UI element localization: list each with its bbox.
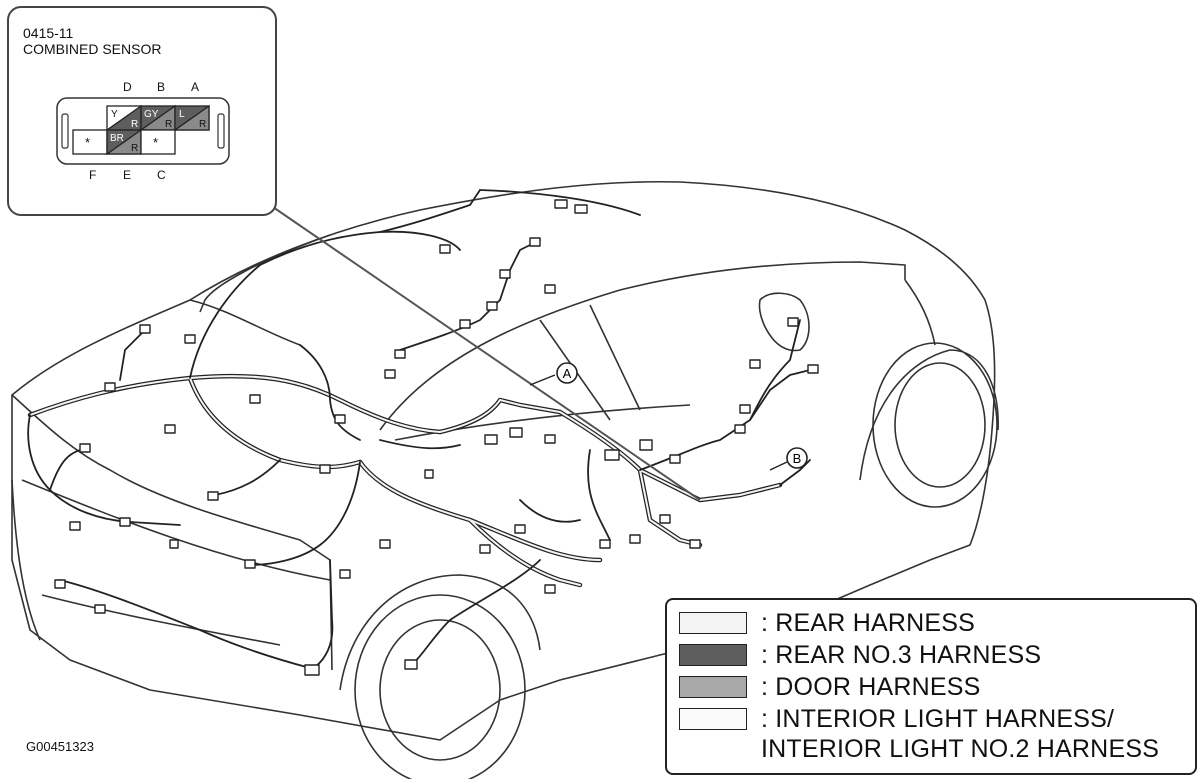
callout-b-label: B [793,451,802,466]
legend-swatch [679,708,747,730]
pin-d-label: D [123,80,132,94]
pin-a-label: A [191,80,200,94]
legend-item-rear-harness: : REAR HARNESS [679,608,975,638]
cell-e-color1: BR [110,133,124,144]
legend-item-door-harness: : DOOR HARNESS [679,672,981,702]
legend-item-interior-light-continuation: INTERIOR LIGHT NO.2 HARNESS [761,734,1159,764]
callout-b: B [769,447,808,471]
legend: : REAR HARNESS : REAR NO.3 HARNESS : DOO… [665,598,1197,775]
connector-inset: 0415-11 COMBINED SENSOR D B A F E C Y R … [7,6,277,216]
connector-face: Y R GY R L R * BR R * [56,97,230,165]
pin-c-label: C [157,168,166,182]
legend-label: : INTERIOR LIGHT HARNESS/ [761,704,1115,733]
pin-f-label: F [89,168,97,182]
legend-label: : REAR HARNESS [761,608,975,637]
leader-line [269,204,701,501]
legend-item-rear-no3-harness: : REAR NO.3 HARNESS [679,640,1041,670]
legend-swatch [679,676,747,698]
cell-a-color2: R [199,119,206,130]
cell-b-color2: R [165,119,172,130]
legend-label: : DOOR HARNESS [761,672,981,701]
cell-d-color1: Y [111,109,118,120]
pin-b-label: B [157,80,166,94]
figure-reference: G00451323 [26,739,94,754]
cell-c-marker: * [153,135,158,150]
pin-e-label: E [123,168,132,182]
cell-b-color1: GY [144,109,159,120]
connector-code: 0415-11 [23,25,74,41]
legend-swatch [679,644,747,666]
callout-a-label: A [563,366,572,381]
legend-item-interior-light-harness: : INTERIOR LIGHT HARNESS/ [679,704,1114,734]
connector-title: COMBINED SENSOR [23,41,162,57]
cell-d-color2: R [131,119,138,130]
car-outline [11,180,999,779]
cell-e-color2: R [131,143,138,154]
harness-wiring [27,189,819,676]
callout-a: A [529,362,578,386]
legend-label: : REAR NO.3 HARNESS [761,640,1042,669]
cell-a-color1: L [179,109,185,120]
cell-f-marker: * [85,135,90,150]
legend-swatch [679,612,747,634]
legend-label-continuation: INTERIOR LIGHT NO.2 HARNESS [761,734,1160,763]
